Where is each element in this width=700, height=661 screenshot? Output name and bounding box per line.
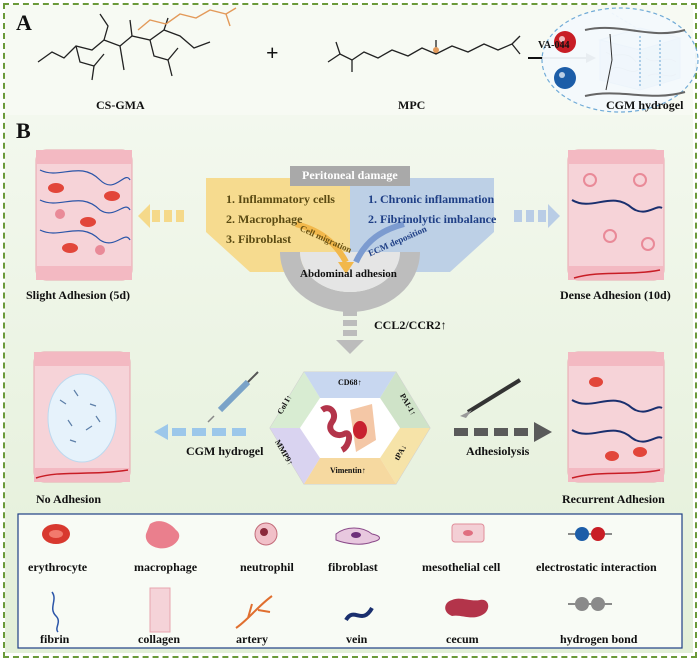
legend-electrostatic: electrostatic interaction	[536, 560, 657, 574]
legend-macrophage: macrophage	[134, 560, 198, 574]
vein-icon	[344, 606, 374, 622]
no-adhesion-tissue-icon	[33, 351, 131, 483]
damage-header-box	[290, 166, 410, 186]
left-box	[206, 178, 350, 272]
slight-adhesion-label: Slight Adhesion (5d)	[26, 288, 131, 302]
hydrogel-label: CGM hydrogel	[186, 444, 264, 458]
panel-b-letter: B	[16, 118, 31, 143]
arrow-to-dense	[514, 204, 560, 228]
right-item-2: 2. Fibrinolytic imbalance	[368, 212, 497, 226]
slight-adhesion-tissue-icon	[35, 149, 133, 281]
left-item-2: 2. Macrophage	[226, 212, 303, 226]
left-item-1: 1. Inflammatory cells	[226, 192, 335, 206]
legend-erythrocyte: erythrocyte	[28, 560, 88, 574]
arrow-to-no-adhesion	[154, 424, 246, 440]
legend-mesothelial: mesothelial cell	[422, 560, 501, 574]
hex-label-1: CD68↑	[338, 378, 362, 387]
scalpel-icon	[460, 378, 522, 418]
adhesiolysis-label: Adhesiolysis	[466, 444, 530, 458]
legend-fibroblast: fibroblast	[328, 560, 378, 574]
hex-label-4: Vimentin↑	[330, 466, 366, 475]
recurrent-adhesion-tissue-icon	[567, 351, 665, 483]
legend-vein: vein	[346, 632, 368, 646]
abdominal-adhesion-arc	[280, 252, 420, 312]
dense-adhesion-tissue-icon	[567, 149, 665, 281]
hex-label-1-text: CD68	[338, 378, 358, 387]
artery-icon	[235, 595, 273, 629]
hex-label-4-text: Vimentin	[330, 466, 362, 475]
reagent-label: VA-044	[538, 40, 570, 51]
arrow-down	[336, 310, 364, 354]
plus-sign: +	[266, 40, 279, 65]
right-box	[350, 178, 494, 272]
legend-hydrogen-bond: hydrogen bond	[560, 632, 638, 646]
left-item-3: 3. Fibroblast	[226, 232, 292, 246]
cecum-icon	[445, 598, 489, 618]
arrow-to-recurrent	[454, 422, 552, 442]
arrow-to-slight	[138, 204, 184, 228]
right-item-1: 1. Chronic inflammation	[368, 192, 495, 206]
adhesion-organ-icon	[300, 398, 400, 458]
up-arrow-icon: ↑	[357, 378, 362, 387]
legend-artery: artery	[236, 632, 268, 646]
recurrent-adhesion-label: Recurrent Adhesion	[562, 492, 665, 506]
electrostatic-icon	[568, 527, 612, 541]
chem-mpc-label: MPC	[398, 98, 426, 112]
hexagon-diagram	[269, 371, 431, 485]
ecm-deposition-arrow	[353, 221, 405, 264]
syringe-icon	[207, 371, 259, 423]
ccl-text: CCL2/CCR2	[374, 318, 441, 332]
up-arrow-icon: ↑	[440, 318, 447, 332]
ccl-label: CCL2/CCR2↑	[374, 318, 447, 333]
macrophage-icon	[145, 521, 180, 549]
outer-frame	[3, 3, 697, 658]
collagen-icon	[149, 587, 171, 633]
cs-gma-graft-icon	[137, 7, 237, 31]
positive-charge-icon	[554, 67, 576, 89]
legend-collagen: collagen	[138, 632, 180, 646]
cs-gma-structure-icon	[37, 13, 211, 81]
center-label: Abdominal adhesion	[300, 268, 397, 280]
panel-a-letter: A	[16, 10, 32, 35]
no-adhesion-label: No Adhesion	[36, 492, 102, 506]
intestine-icon	[320, 405, 352, 453]
up-arrow-icon: ↑	[361, 466, 366, 475]
cell-migration-arrow	[295, 221, 349, 264]
hydrogen-bond-icon	[568, 597, 612, 611]
legend-cecum: cecum	[446, 632, 479, 646]
legend-neutrophil: neutrophil	[240, 560, 294, 574]
dense-adhesion-label: Dense Adhesion (10d)	[560, 288, 671, 302]
fibrin-icon	[51, 591, 60, 633]
legend-fibrin: fibrin	[40, 632, 70, 646]
negative-charge-icon	[554, 31, 576, 53]
damage-title: Peritoneal damage	[302, 168, 398, 182]
chem-cs-gma-label: CS-GMA	[96, 98, 145, 112]
product-label: CGM hydrogel	[606, 98, 684, 112]
